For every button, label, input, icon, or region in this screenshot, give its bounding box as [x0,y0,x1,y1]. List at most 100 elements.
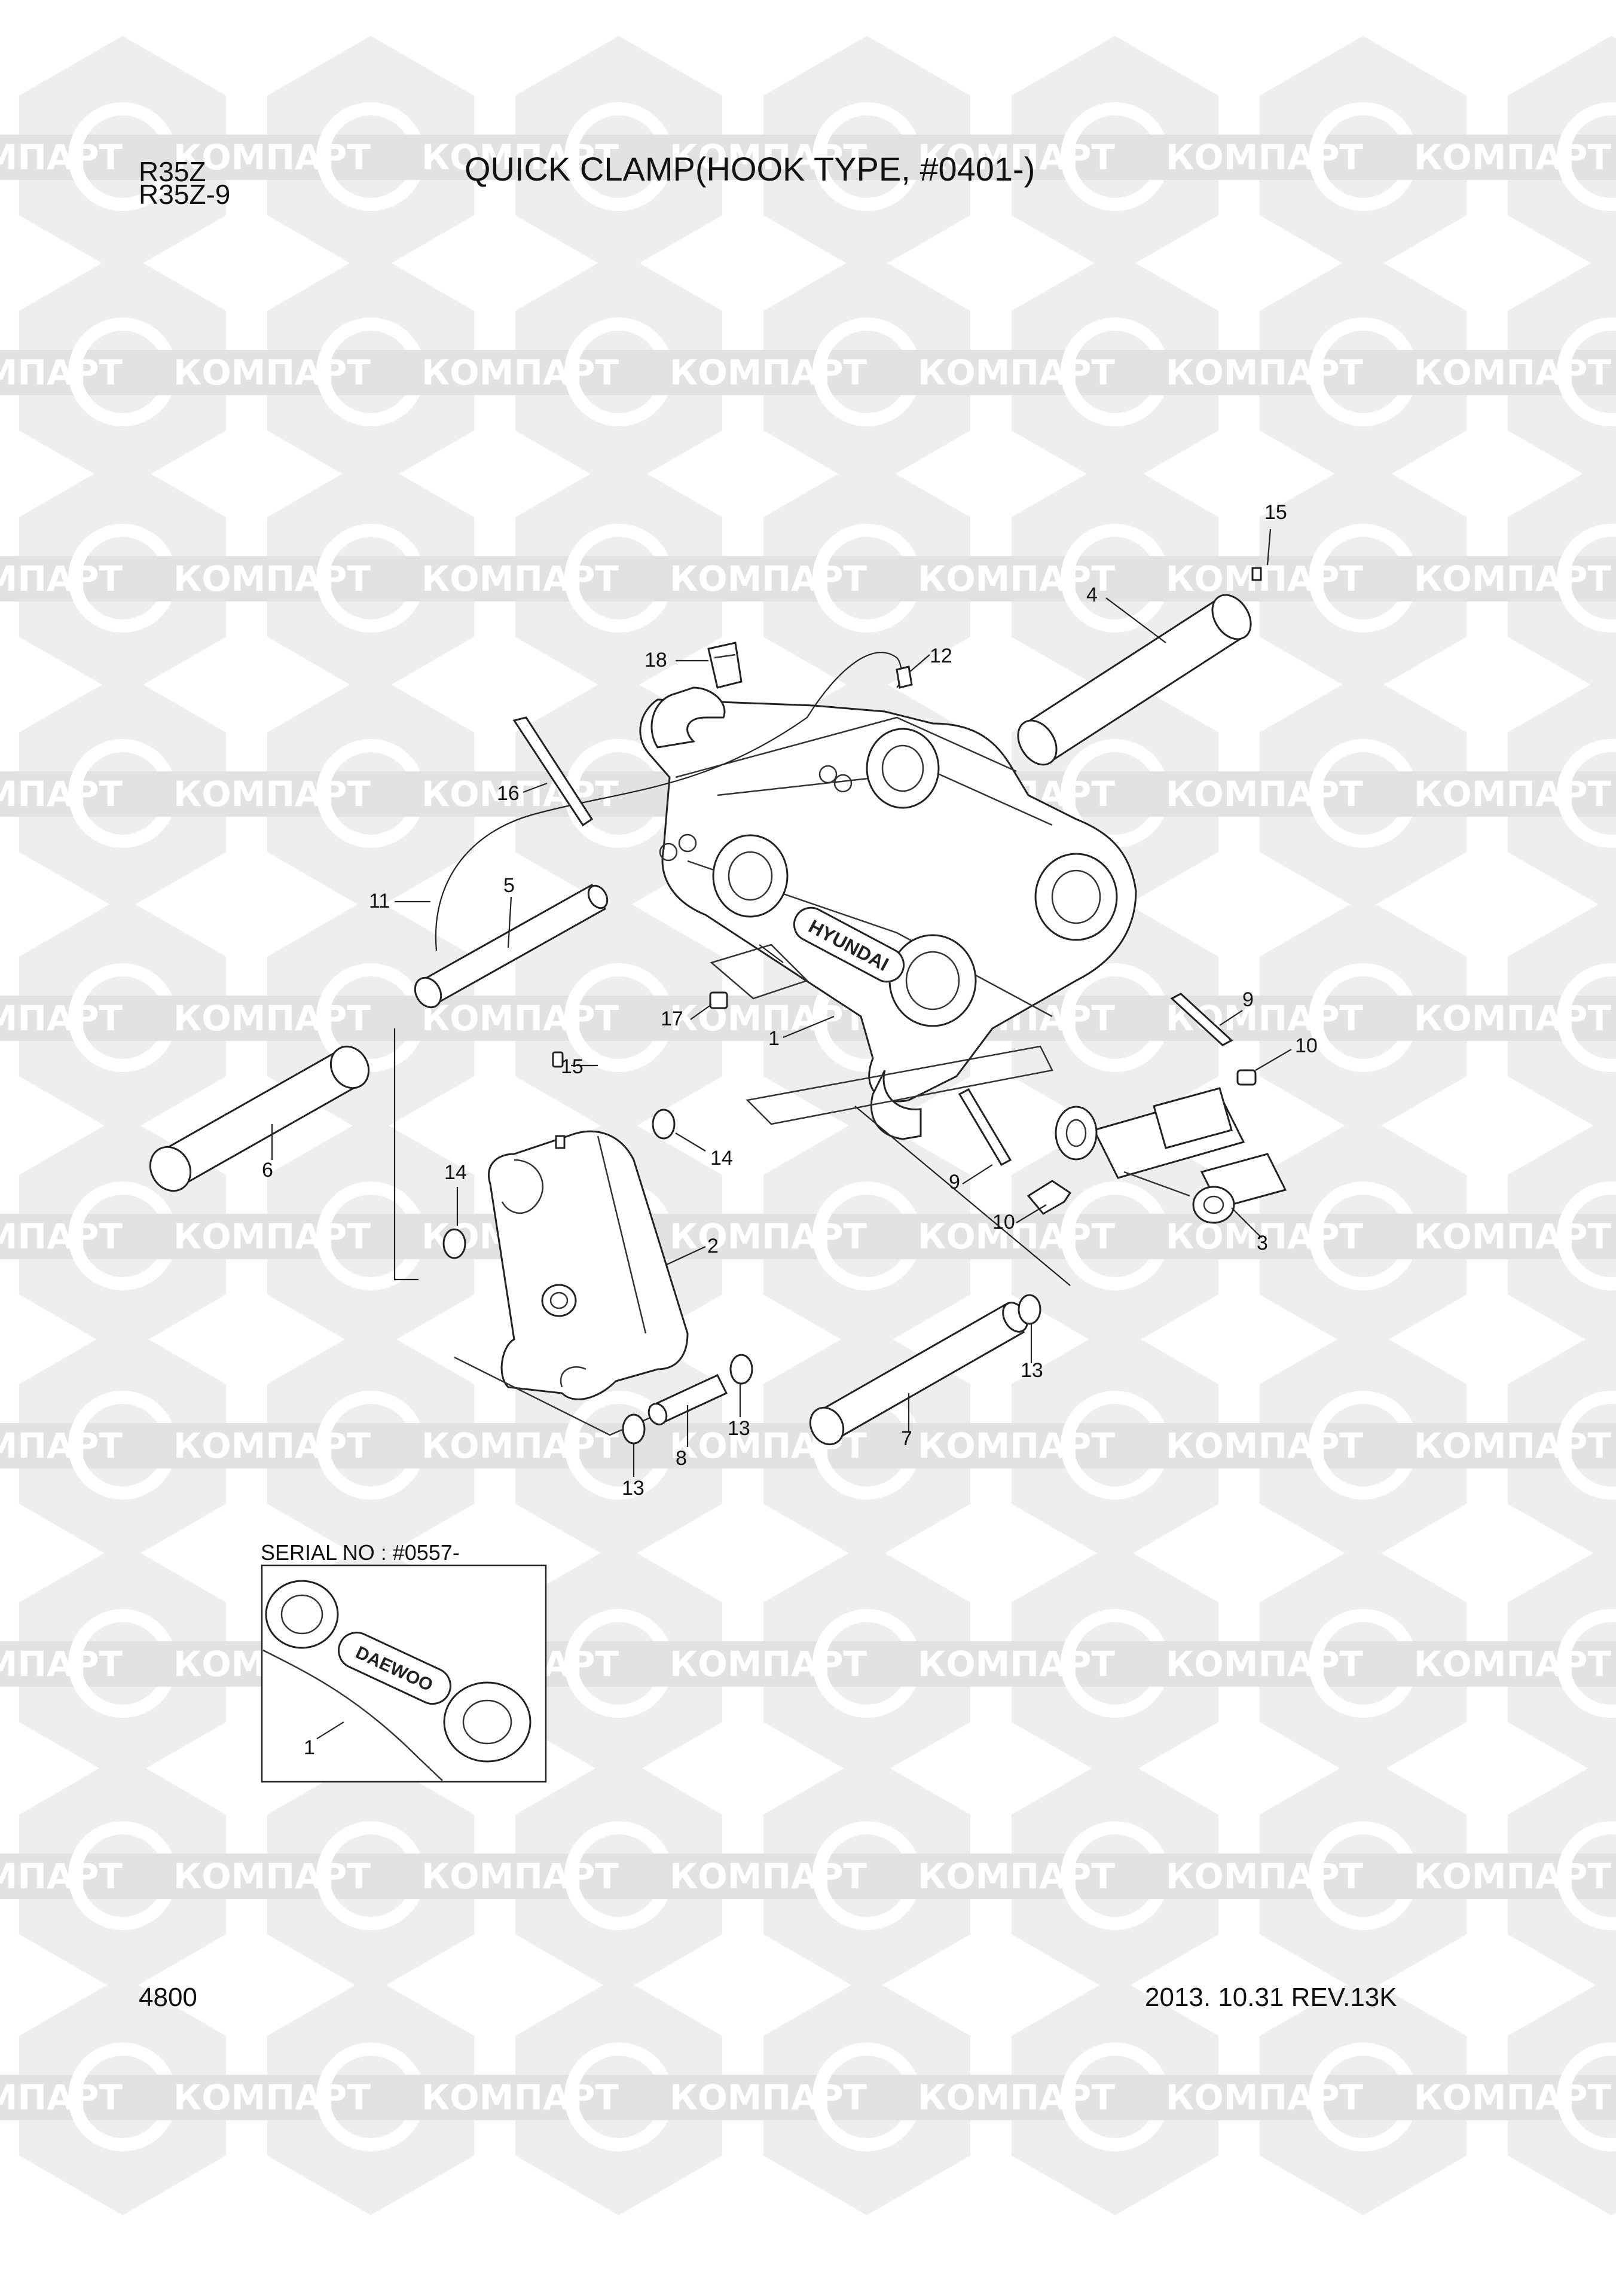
hydraulic-cylinder-3 [1055,1087,1287,1224]
callout-leader [675,1132,706,1152]
callout-number: 12 [930,645,952,667]
watermark-text-cyrillic: КОМПАРТ [173,998,371,1039]
callout-number: 10 [992,1211,1015,1234]
quick-clamp-frame: HYUNDAI [639,686,1137,1140]
watermark-text-cyrillic: КОМПАРТ [0,1425,123,1466]
watermark-text-cyrillic: КОМПАРТ [0,1856,123,1897]
watermark-text-cyrillic: КОМПАРТ [670,352,867,393]
watermark-tile: КОМПАРТCOMPART [1375,673,1616,912]
watermark-text-cyrillic: КОМПАРТ [0,1644,123,1684]
clip-12 [896,665,913,689]
fitting-17 [709,991,728,1009]
watermark-text-cyrillic: КОМПАРТ [1414,352,1611,393]
watermark-text-cyrillic: КОМПАРТ [173,1216,371,1257]
watermark-text-cyrillic: КОМПАРТ [1414,1644,1611,1684]
callout-number: 7 [901,1427,912,1450]
callout-number: 14 [444,1161,467,1184]
watermark-text-cyrillic: КОМПАРТ [1166,2077,1363,2118]
watermark-text-cyrillic: КОМПАРТ [1166,137,1363,178]
watermark-text-cyrillic: КОМПАРТ [670,998,867,1039]
watermark-text-cyrillic: КОМПАРТ [1166,558,1363,599]
watermark-text-cyrillic: КОМПАРТ [670,558,867,599]
watermark-text-cyrillic: КОМПАРТ [173,774,371,814]
watermark-tile: КОМПАРТCOMPART [631,251,1103,490]
callout-leader [1016,1204,1047,1223]
watermark-tile: КОМПАРТCOMPART [1375,457,1616,697]
pin-8 [647,1374,728,1425]
watermark-text-cyrillic: КОМПАРТ [670,1856,867,1897]
watermark-tile: КОМПАРТCOMPART [631,457,1103,697]
watermark-text-cyrillic: КОМПАРТ [0,2077,123,2118]
snap-ring-14-right [652,1109,676,1140]
watermark-text-cyrillic: КОМПАРТ [173,137,371,178]
hook-2 [454,1130,689,1436]
model-code-primary: R35Z [139,156,206,187]
callout-leader [1266,529,1272,566]
callout-number: 13 [1021,1359,1043,1382]
watermark-text-cyrillic: КОМПАРТ [421,2077,619,2118]
watermark-text-cyrillic: КОМПАРТ [0,1216,123,1257]
revision-date: 2013. 10.31 REV.13K [1145,1983,1397,2012]
pin-4 [1017,567,1262,766]
watermark-text-cyrillic: КОМПАРТ [173,1856,371,1897]
pin-7 [809,1302,1028,1446]
watermark-text-cyrillic: КОМПАРТ [0,774,123,814]
snap-ring-13-c [1018,1294,1041,1325]
callout-leader [1219,1010,1243,1026]
model-code-secondary: R35Z-9 [139,179,231,210]
watermark-text-cyrillic: КОМПАРТ [1166,774,1363,814]
callout-number: 4 [1086,584,1098,606]
watermark-tile: КОМПАРТCOMPART [1375,897,1616,1136]
watermark-text-cyrillic: КОМПАРТ [918,1856,1115,1897]
watermark-text-cyrillic: КОМПАРТ [918,1425,1115,1466]
watermark-text-cyrillic: КОМПАРТ [918,137,1115,178]
callout-leader [507,896,512,948]
watermark-text-cyrillic: КОМПАРТ [1414,558,1611,599]
watermark-text-cyrillic: КОМПАРТ [421,1856,619,1897]
watermark-text-cyrillic: КОМПАРТ [173,352,371,393]
watermark-text-cyrillic: КОМПАРТ [918,352,1115,393]
callout-number: 11 [369,890,390,912]
watermark-text-cyrillic: КОМПАРТ [173,558,371,599]
watermark-tile: КОМПАРТCOMPART [631,1976,1103,2215]
pin-5 [414,883,609,1009]
watermark-text-cyrillic: КОМПАРТ [918,558,1115,599]
watermark-tile: КОМПАРТCOMPART [1375,1115,1616,1354]
callout-leader [1255,1049,1292,1071]
callout-number: 9 [949,1171,960,1193]
callout-number: 16 [497,782,520,805]
watermark-text-cyrillic: КОМПАРТ [1414,2077,1611,2118]
callout-leader [666,1246,706,1265]
watermark-tile: КОМПАРТCOMPART [1127,251,1599,490]
watermark-text-cyrillic: КОМПАРТ [670,2077,867,2118]
watermark-text-cyrillic: КОМПАРТ [1414,1856,1611,1897]
callout-number: 9 [1242,988,1254,1011]
callout-number: 10 [1295,1034,1318,1057]
rod-16 [512,716,594,827]
watermark-text-cyrillic: КОМПАРТ [918,1216,1115,1257]
inset-detail: DAEWOO [261,1564,547,1783]
callout-leader [690,1004,712,1020]
callout-number: 13 [622,1477,644,1500]
watermark-text-cyrillic: КОМПАРТ [0,352,123,393]
watermark-text-cyrillic: КОМПАРТ [1414,137,1611,178]
callout-number: 5 [503,874,515,897]
watermark-tile: КОМПАРТCOMPART [1375,1755,1616,1994]
watermark-text-cyrillic: КОМПАРТ [421,1425,619,1466]
callout-number: 17 [661,1007,683,1030]
watermark-text-cyrillic: КОМПАРТ [1414,1425,1611,1466]
watermark-text-cyrillic: КОМПАРТ [670,137,867,178]
watermark-text-cyrillic: КОМПАРТ [173,2077,371,2118]
watermark-text-cyrillic: КОМПАРТ [1414,774,1611,814]
callout-number: 13 [728,1417,750,1440]
watermark-text-cyrillic: КОМПАРТ [421,998,619,1039]
watermark-text-cyrillic: КОМПАРТ [1414,1216,1611,1257]
callout-leader [908,654,930,673]
watermark-tile: КОМПАРТCOMPART [1375,1543,1616,1782]
safety-wire [435,652,902,951]
callout-number: 3 [1257,1232,1268,1254]
fitting-10-upper [1236,1069,1257,1086]
watermark-text-cyrillic: КОМПАРТ [421,558,619,599]
